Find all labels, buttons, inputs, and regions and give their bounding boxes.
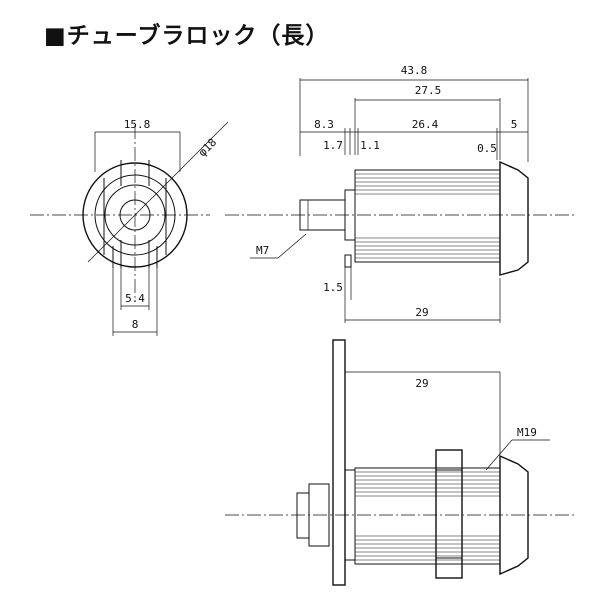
dim-5-4: 5.4 [125,292,145,305]
dim-0-5: 0.5 [477,142,497,155]
m19-leader [485,439,513,471]
dim-43-8: 43.8 [401,64,428,77]
dim-1-1: 1.1 [360,139,380,152]
mounted-knurl-lines [355,471,500,561]
hex-nut [435,449,463,579]
front-rim-circle [94,174,176,256]
dim-8-3: 8.3 [314,118,334,131]
thread-m7: M7 [256,244,269,257]
mounted-body [354,467,501,565]
cap [499,160,529,276]
rear-nut [296,492,310,539]
drawing-title: ■チューブラロック（長） [44,23,330,49]
dim-26-4: 26.4 [412,118,439,131]
dim-27-5: 27.5 [415,84,442,97]
threaded-body [354,169,501,263]
dim-15-8: 15.8 [124,118,151,131]
dim-1-7: 1.7 [323,139,343,152]
front-view: 15.8 φ18 5.4 8 [30,118,229,336]
panel [332,339,346,586]
m7-leader [277,233,307,259]
side-view: M7 43.8 27.5 8.3 26.4 5 1.7 1.1 0.5 1.5 … [225,64,575,323]
front-keyway-circle [119,199,151,231]
rear-washer [308,483,330,547]
mounted-view: 29 M19 [225,339,575,586]
knurl-lines [355,173,500,259]
dim-5: 5 [511,118,518,131]
dim-diameter-18: φ18 [196,136,219,159]
front-inner-circle [104,184,166,246]
diameter-leader [87,121,229,263]
thread-m19: M19 [517,426,537,439]
front-outer-circle [82,162,188,268]
dim-1-5: 1.5 [323,281,343,294]
dim-29-mounted: 29 [415,377,428,390]
dim-8: 8 [132,318,139,331]
dim-29-side: 29 [415,306,428,319]
